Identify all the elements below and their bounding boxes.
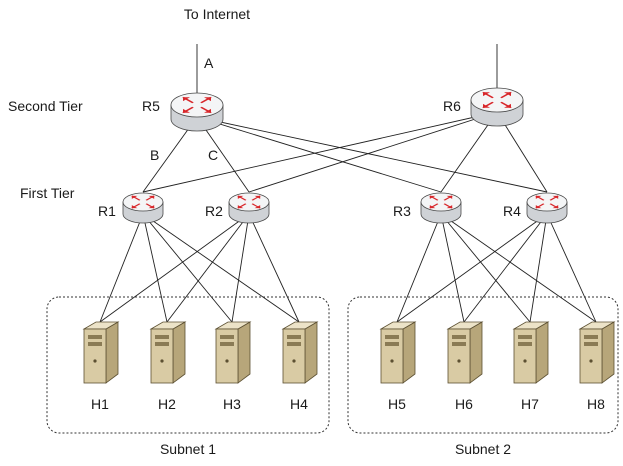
link-R6-R2 — [248, 111, 498, 193]
host-h7 — [512, 321, 550, 384]
host-label-h5: H5 — [388, 396, 406, 412]
link-R6-R1 — [142, 111, 498, 193]
host-label-h8: H8 — [587, 396, 605, 412]
router-arrows-icon — [429, 195, 453, 209]
link-R1-H3 — [142, 213, 233, 323]
link-b-label: B — [150, 147, 159, 163]
host-label-h1: H1 — [91, 396, 109, 412]
link-R3-H7 — [440, 213, 531, 323]
router-label-r4: R4 — [503, 203, 521, 219]
router-r1 — [122, 192, 164, 224]
router-arrows-icon — [131, 195, 155, 209]
host-label-h4: H4 — [290, 396, 308, 412]
link-a-label: A — [204, 55, 214, 71]
link-R2-H2 — [166, 213, 250, 323]
host-h1 — [82, 321, 120, 384]
host-h3 — [214, 321, 252, 384]
router-r4 — [526, 192, 568, 224]
host-label-h6: H6 — [455, 396, 473, 412]
router-label-r3: R3 — [393, 203, 411, 219]
host-h8 — [578, 321, 616, 384]
link-R4-H5 — [396, 213, 548, 323]
first-tier-label: First Tier — [20, 185, 75, 201]
link-R4-H6 — [463, 213, 548, 323]
link-R4-H7 — [529, 213, 548, 323]
host-label-h2: H2 — [158, 396, 176, 412]
host-label-h3: H3 — [223, 396, 241, 412]
router-label-r2: R2 — [205, 203, 223, 219]
link-c-label: C — [208, 147, 218, 163]
link-R5-R3 — [196, 116, 442, 193]
subnet-1-label: Subnet 1 — [160, 441, 216, 457]
subnet-2-label: Subnet 2 — [455, 441, 511, 457]
router-arrows-icon — [182, 96, 212, 114]
link-R2-H3 — [231, 213, 250, 323]
link-R1-H2 — [142, 213, 168, 323]
host-h5 — [379, 321, 417, 384]
hosts-layer: H1 H2 H3 H4 H5 H6 H7 H8 — [82, 321, 616, 412]
subnet-1-box — [46, 296, 330, 434]
link-R2-H1 — [99, 213, 250, 323]
subnet-2-box — [347, 296, 619, 434]
host-h6 — [446, 321, 484, 384]
host-h4 — [281, 321, 319, 384]
internet-label: To Internet — [184, 6, 250, 22]
router-label-r6: R6 — [443, 98, 461, 114]
router-r6 — [470, 87, 524, 127]
link-R3-H8 — [440, 213, 597, 323]
second-tier-label: Second Tier — [8, 98, 83, 114]
router-label-r1: R1 — [98, 203, 116, 219]
link-R5-R4 — [196, 116, 548, 193]
router-r2 — [228, 192, 270, 224]
links-layer — [99, 44, 597, 323]
host-label-h7: H7 — [521, 396, 539, 412]
router-label-r5: R5 — [142, 98, 160, 114]
link-R2-H4 — [248, 213, 300, 323]
host-h2 — [149, 321, 187, 384]
router-r5 — [170, 92, 224, 132]
link-R1-H4 — [142, 213, 300, 323]
router-r3 — [420, 192, 462, 224]
link-R1-H1 — [99, 213, 144, 323]
link-R3-H5 — [396, 213, 442, 323]
router-arrows-icon — [482, 91, 512, 109]
link-R3-H6 — [440, 213, 465, 323]
link-R4-H8 — [546, 213, 597, 323]
